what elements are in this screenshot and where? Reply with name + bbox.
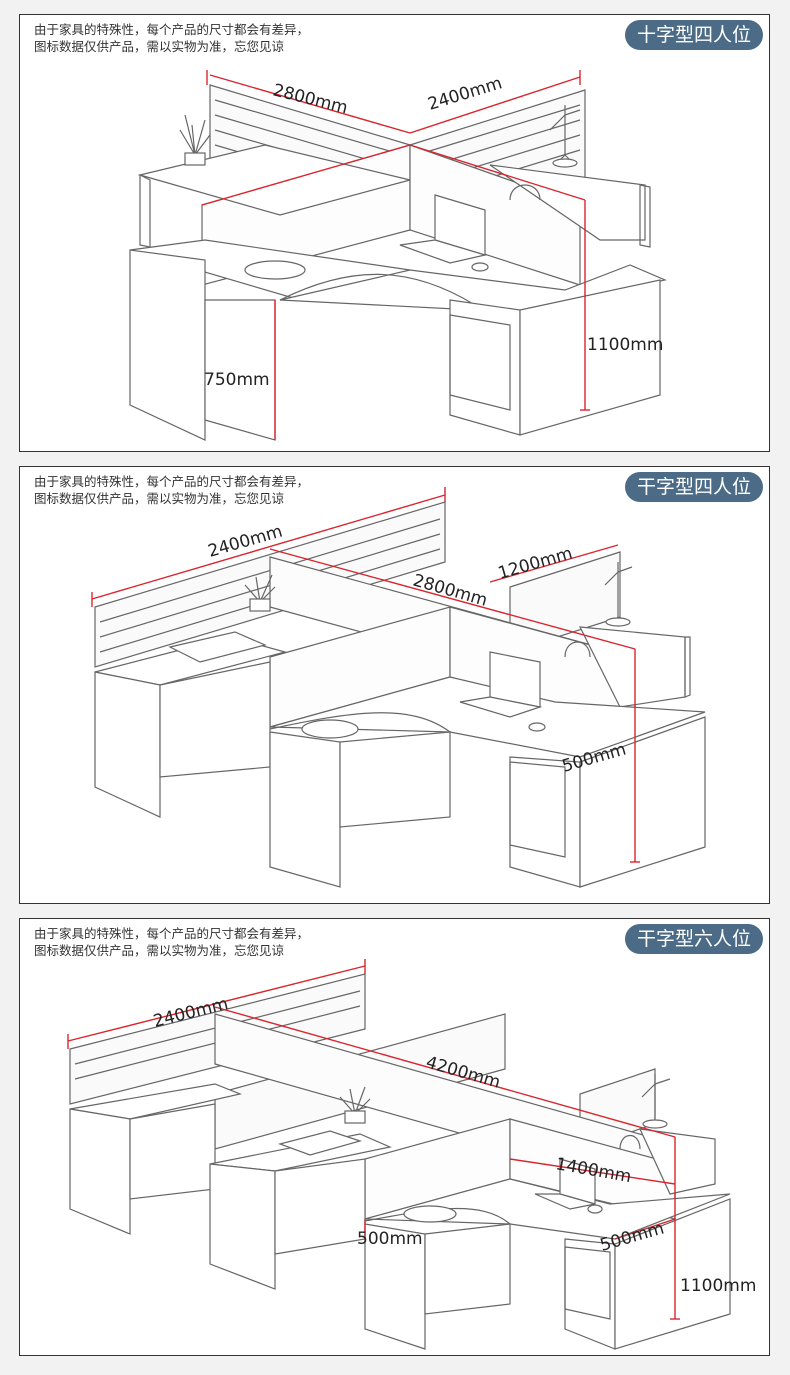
dim-label-d: 500mm xyxy=(357,1229,423,1249)
disclaimer-line-1: 由于家具的特殊性，每个产品的尺寸都会有差异， xyxy=(34,474,310,489)
disclaimer-line-2: 图标数据仅供产品，需以实物为准，忘您见谅 xyxy=(34,943,285,958)
layout-title-badge: 干字型六人位 xyxy=(624,924,763,954)
layout-title-badge: 干字型四人位 xyxy=(624,472,763,502)
disclaimer-line-2: 图标数据仅供产品，需以实物为准，忘您见谅 xyxy=(34,491,285,506)
disclaimer-line-1: 由于家具的特殊性，每个产品的尺寸都会有差异， xyxy=(34,22,310,37)
disclaimer: 由于家具的特殊性，每个产品的尺寸都会有差异， 图标数据仅供产品，需以实物为准，忘… xyxy=(34,473,309,507)
gan-six-seat-drawing: 2400mm 4200mm 1400mm 500mm 500mm 1100mm xyxy=(67,959,756,1350)
disclaimer-line-2: 图标数据仅供产品，需以实物为准，忘您见谅 xyxy=(34,39,285,54)
disclaimer-line-1: 由于家具的特殊性，每个产品的尺寸都会有差异， xyxy=(34,926,310,941)
disclaimer: 由于家具的特殊性，每个产品的尺寸都会有差异， 图标数据仅供产品，需以实物为准，忘… xyxy=(34,21,309,55)
gan-four-seat-drawing: 2400mm 2800mm 1200mm 500mm xyxy=(91,487,706,888)
dim-label-f: 1100mm xyxy=(680,1276,756,1296)
dim-label-c: 1100mm xyxy=(587,335,663,355)
dim-label-d: 750mm xyxy=(204,370,270,390)
disclaimer: 由于家具的特殊性，每个产品的尺寸都会有差异， 图标数据仅供产品，需以实物为准，忘… xyxy=(34,925,309,959)
panel-cross-four-seat: 2800mm 2400mm 1100mm 750mm 由于家具的特殊性，每个产品… xyxy=(19,14,770,452)
cross-four-seat-drawing: 2800mm 2400mm 1100mm 750mm xyxy=(129,70,667,441)
panel-gan-six-seat: 2400mm 4200mm 1400mm 500mm 500mm 1100mm … xyxy=(19,918,770,1356)
dim-label-b: 2400mm xyxy=(426,73,505,114)
panel-gan-four-seat: 2400mm 2800mm 1200mm 500mm 由于家具的特殊性，每个产品… xyxy=(19,466,770,904)
layout-title-badge: 十字型四人位 xyxy=(624,20,763,50)
